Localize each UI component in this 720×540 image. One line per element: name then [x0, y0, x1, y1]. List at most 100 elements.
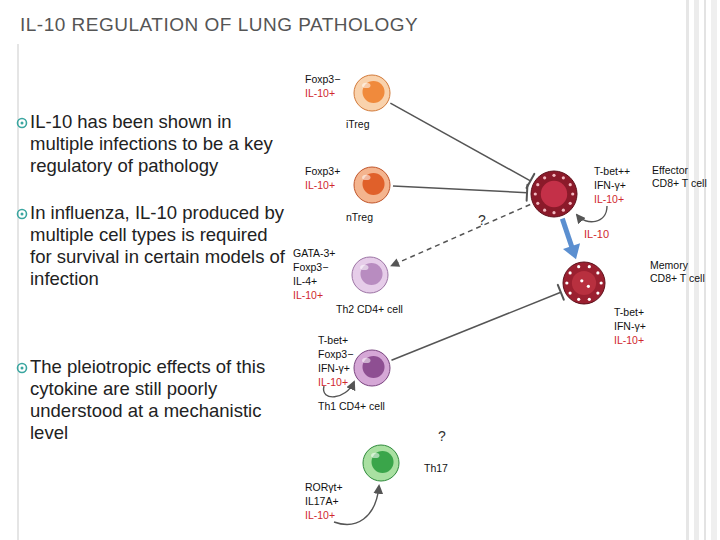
granule-dot: [588, 298, 591, 301]
cell-nucleus: [572, 271, 596, 295]
cell-drawing: [353, 166, 391, 204]
cell-drawing: [351, 256, 389, 294]
cell-name: Th2 CD4+ cell: [336, 303, 403, 316]
cell-node: RORγt+IL17A+IL-10+Th17: [362, 444, 400, 482]
marker-text: IFN-γ+: [594, 179, 626, 192]
granule-dot: [543, 176, 546, 179]
cell-body: [354, 350, 390, 386]
granule-dot: [577, 265, 580, 268]
frame-bar: [711, 0, 717, 540]
granule-dot: [571, 192, 574, 195]
granule-dot: [569, 183, 572, 186]
marker-text: T-bet+: [318, 334, 348, 347]
cell-highlight: [362, 175, 370, 180]
cell-drawing: [362, 444, 400, 482]
cell-body: [352, 257, 388, 293]
granule-dot: [569, 202, 572, 205]
granule-dot: [596, 291, 599, 294]
granule-dot: [543, 209, 546, 212]
inhibition-connector: [390, 103, 534, 188]
cell-nucleus: [372, 451, 394, 473]
marker-text: IL17A+: [305, 495, 339, 508]
connector-line: [390, 103, 530, 181]
granule-dot: [536, 183, 539, 186]
cell-body: [563, 262, 605, 304]
marker-text: T-bet+: [614, 306, 644, 319]
cell-nucleus: [363, 356, 385, 378]
frame-bar: [704, 0, 706, 540]
marker-text: IL-10+: [594, 193, 624, 206]
bullet-ring: [18, 364, 27, 373]
cell-node: T-bet+IFN-γ+IL-10+Memory CD8+ T cell: [562, 261, 606, 305]
marker-text: IFN-γ+: [614, 320, 646, 333]
cell-node: GATA-3+Foxp3−IL-4+IL-10+Th2 CD4+ cell: [351, 256, 389, 294]
bullet-dot: [21, 213, 24, 216]
cell-highlight: [362, 83, 370, 88]
inhibition-connector: [393, 185, 527, 201]
marker-text: Foxp3−: [305, 73, 340, 86]
granule-dot: [552, 174, 555, 177]
marker-text: IL-10+: [305, 509, 335, 522]
cell-body: [354, 75, 390, 111]
granule-dot: [596, 271, 599, 274]
inhibition-connector: [391, 285, 563, 360]
granule-dot: [587, 285, 590, 288]
granule-dot: [565, 281, 568, 284]
edge-label: IL-10: [584, 228, 609, 240]
arrow-head: [563, 243, 580, 259]
cell-name: Th17: [424, 462, 448, 475]
bullet-text: The pleiotropic effects of this cytokine…: [30, 356, 292, 444]
bullet-symbol: [18, 119, 27, 128]
arrow-head: [390, 258, 400, 266]
frame-line: [17, 44, 19, 540]
cell-node: Foxp3+IL-10+nTreg: [353, 166, 391, 204]
question-mark: ?: [438, 428, 446, 444]
marker-text: RORγt+: [305, 481, 343, 494]
marker-text: IL-10+: [614, 334, 644, 347]
connector-line: [393, 186, 527, 193]
cell-highlight: [360, 265, 368, 270]
bullet-dot: [21, 367, 24, 370]
cell-nucleus: [541, 181, 567, 207]
autocrine-loop: [577, 206, 607, 222]
cell-name: Effector CD8+ T cell: [652, 164, 712, 190]
bullet-text: IL-10 has been shown in multiple infecti…: [30, 111, 292, 177]
cell-highlight: [371, 453, 379, 458]
marker-text: IL-10+: [293, 289, 323, 302]
connector-line: [562, 219, 572, 248]
cell-body: [531, 171, 577, 217]
cell-nucleus: [363, 81, 385, 103]
bullet-ring: [18, 119, 27, 128]
marker-text: IFN-γ+: [318, 362, 350, 375]
granule-dot: [536, 202, 539, 205]
granule-dot: [580, 279, 583, 282]
granule-dot: [577, 298, 580, 301]
arrow-connector: [562, 219, 580, 260]
cell-name: Memory CD8+ T cell: [650, 259, 710, 285]
arrow-connector: [390, 204, 530, 266]
marker-text: Foxp3−: [293, 261, 328, 274]
cell-nucleus: [361, 263, 383, 285]
marker-text: IL-10+: [305, 87, 335, 100]
granule-dot: [588, 265, 591, 268]
connector-line: [391, 292, 560, 360]
cell-drawing: [353, 349, 391, 387]
cell-drawing: [530, 170, 578, 218]
granule-dot: [569, 291, 572, 294]
cell-drawing: [562, 261, 606, 305]
cell-name: Th1 CD4+ cell: [318, 400, 385, 413]
cell-drawing: [353, 74, 391, 112]
granule-dot: [569, 271, 572, 274]
marker-text: IL-10+: [305, 179, 335, 192]
granule-dot: [552, 211, 555, 214]
bullet-dot: [21, 122, 24, 125]
inhibition-bar: [526, 185, 529, 201]
marker-text: Foxp3+: [305, 165, 340, 178]
cell-nucleus: [363, 173, 385, 195]
granule-dot: [562, 176, 565, 179]
slide-title: IL-10 REGULATION OF LUNG PATHOLOGY: [20, 14, 418, 36]
granule-dot: [600, 281, 603, 284]
connector-line: [397, 204, 531, 263]
bullet-text: In influenza, IL-10 produced by multiple…: [30, 202, 292, 290]
